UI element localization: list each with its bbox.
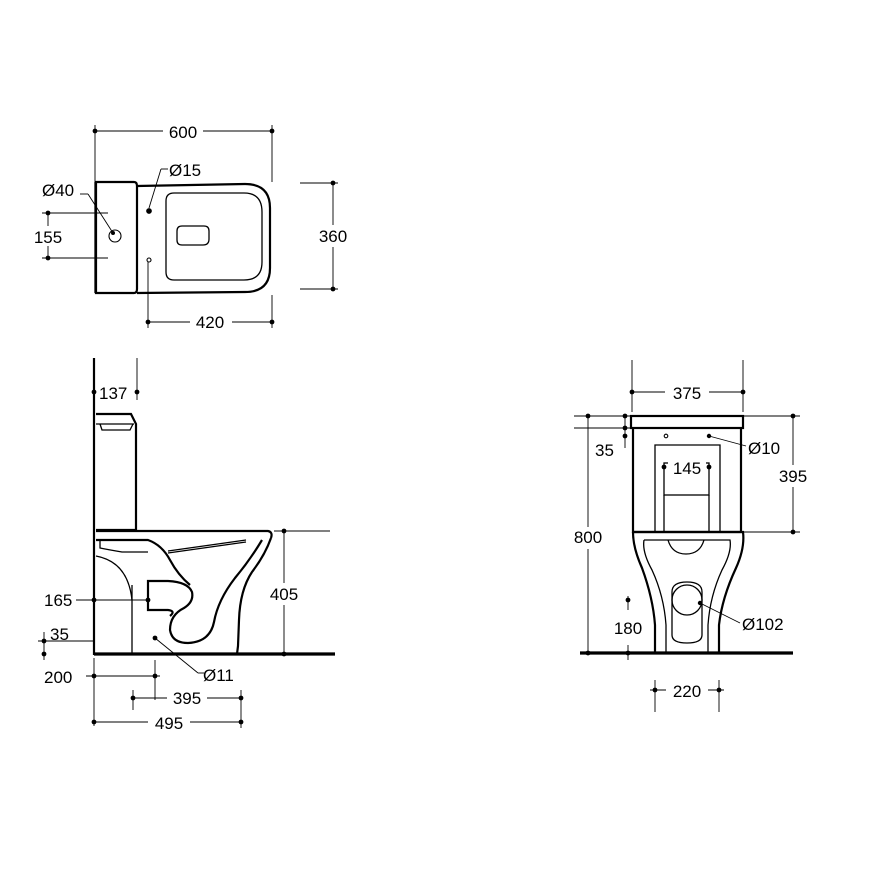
dim-total-height: 800 [574,528,602,547]
seat-outline-top [165,192,263,281]
dim-tank-width: 375 [673,384,701,403]
dim-total-depth: 495 [155,714,183,733]
outlet-pipe-front [671,581,703,644]
dim-tank-height: 395 [779,467,807,486]
dim-fixing-spacing: 145 [673,459,701,478]
fixing-hole-top-2 [146,257,152,263]
front-view: 375 Ø10 145 Ø102 [568,360,814,712]
tank-lid-front [629,414,745,430]
top-view: 600 Ø40 Ø15 155 [28,120,353,332]
dim-inlet-height: 155 [34,228,62,247]
dim-hole-diameter: Ø15 [169,161,201,180]
dim-fixing-diameter: Ø11 [203,666,234,685]
dim-width-overall: 600 [169,123,197,142]
dim-base-width: 220 [673,682,701,701]
dim-pipe-diameter: Ø102 [742,615,784,634]
tank-outline-side [96,412,138,532]
dim-trap-height: 165 [44,591,72,610]
dim-lid-thickness: 35 [595,441,614,460]
tank-body-front [631,428,743,534]
dim-outlet-to-seat: 420 [196,313,224,332]
dim-outlet-to-fixing: 395 [173,689,201,708]
flush-opening-top [176,225,210,246]
dim-depth-overall: 360 [319,227,347,246]
dim-rim-height: 405 [270,585,298,604]
dim-button-hole-diameter: Ø10 [748,439,780,458]
side-view: 137 165 35 405 Ø11 200 [38,358,335,733]
bowl-rim-side [96,529,273,539]
bowl-outline-top [136,182,272,295]
dim-base-offset: 35 [50,625,69,644]
bowl-outer-side [235,537,273,655]
dim-pipe-height: 180 [614,619,642,638]
inlet-hole [108,229,122,243]
dim-tank-offset: 137 [99,384,127,403]
dim-wall-to-outlet: 200 [44,668,72,687]
dim-inlet-diameter: Ø40 [42,181,74,200]
tank-outline-top [94,180,139,295]
bowl-trap-side [146,539,263,645]
